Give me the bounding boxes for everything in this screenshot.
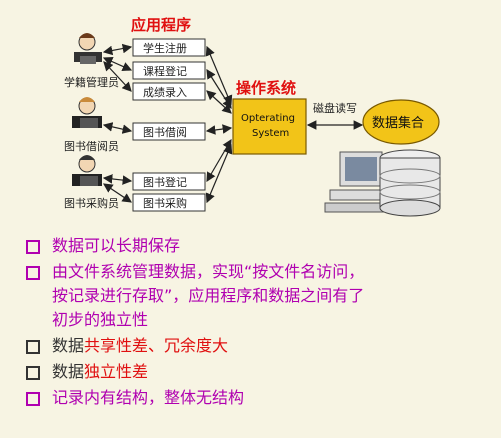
checkbox-icon — [26, 266, 40, 280]
program-box-5: 图书登记 — [132, 172, 206, 191]
svg-text:Opterating: Opterating — [241, 113, 295, 124]
svg-text:学生注册: 学生注册 — [143, 41, 187, 55]
os-box: Opterating System — [232, 98, 307, 155]
disk-stack-icon — [379, 149, 441, 217]
program-box-6: 图书采购 — [132, 193, 206, 212]
program-os-arrows — [205, 45, 233, 204]
dataset-ellipse: 数据集合 — [362, 99, 440, 145]
program-box-2: 课程登记 — [132, 61, 206, 80]
user-label-purchaser: 图书采购员 — [64, 196, 119, 210]
svg-text:图书采购: 图书采购 — [143, 196, 187, 210]
user-label-registrar: 学籍管理员 — [64, 75, 119, 89]
program-box-1: 学生注册 — [132, 38, 206, 57]
bullet-3: 数据共享性差、冗余度大 — [26, 334, 496, 358]
disk-io-label: 磁盘读写 — [313, 101, 357, 115]
svg-text:System: System — [252, 128, 289, 139]
app-title: 应用程序 — [131, 16, 191, 34]
bullet-2: 由文件系统管理数据，实现“按文件名访问， 按记录进行存取”，应用程序和数据之间有… — [26, 260, 496, 332]
program-box-4: 图书借阅 — [132, 122, 206, 141]
user-icon-librarian — [72, 97, 102, 128]
user-icon-registrar — [74, 33, 102, 64]
user-label-librarian: 图书借阅员 — [64, 140, 119, 153]
svg-text:课程登记: 课程登记 — [143, 64, 187, 78]
svg-text:图书借阅: 图书借阅 — [143, 126, 187, 139]
checkbox-icon — [26, 240, 40, 254]
bullet-4: 数据独立性差 — [26, 360, 496, 384]
bullet-5: 记录内有结构，整体无结构 — [26, 386, 496, 410]
svg-text:数据集合: 数据集合 — [372, 115, 424, 131]
program-box-3: 成绩录入 — [132, 82, 206, 101]
os-title: 操作系统 — [236, 79, 296, 97]
svg-text:图书登记: 图书登记 — [143, 175, 187, 189]
checkbox-icon — [26, 366, 40, 380]
checkbox-icon — [26, 392, 40, 406]
svg-text:成绩录入: 成绩录入 — [143, 86, 187, 99]
architecture-diagram: 应用程序 操作系统 学籍管理员 图书借阅员 图书采购员 学生注册 课程登记 成绩… — [64, 16, 441, 217]
bullet-1: 数据可以长期保存 — [26, 234, 496, 258]
checkbox-icon — [26, 340, 40, 354]
feature-list: 数据可以长期保存 由文件系统管理数据，实现“按文件名访问， 按记录进行存取”，应… — [26, 234, 496, 412]
user-program-arrows — [102, 43, 133, 203]
user-icon-purchaser — [72, 155, 102, 186]
